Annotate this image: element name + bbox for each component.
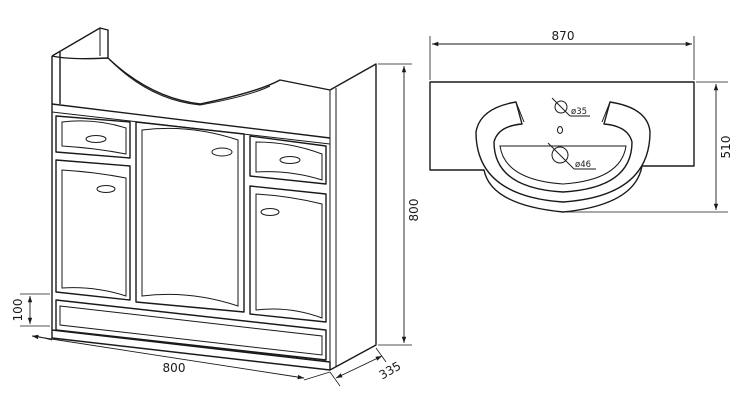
left-door-panel bbox=[61, 169, 127, 297]
right-door-handle bbox=[260, 208, 280, 216]
vanity-cabinet bbox=[51, 27, 377, 371]
right-drawer bbox=[249, 135, 327, 185]
basin-width-label: 870 bbox=[552, 29, 575, 43]
basin-top-view: ø35 ø46 bbox=[429, 81, 695, 213]
basin-dimensions: 870 510 bbox=[429, 29, 733, 213]
plinth bbox=[55, 299, 327, 361]
right-door bbox=[249, 185, 327, 323]
drain-hole-leader bbox=[547, 142, 575, 170]
basin-bowl-inner bbox=[499, 145, 627, 185]
right-door-panel bbox=[255, 193, 323, 319]
overflow-hole bbox=[557, 126, 563, 134]
width-label: 800 bbox=[163, 361, 186, 375]
drain-hole bbox=[551, 146, 569, 164]
left-drawer-panel bbox=[61, 120, 127, 155]
cabinet-dimensions: 800 100 800 335 bbox=[11, 63, 421, 387]
left-drawer bbox=[55, 115, 131, 159]
plinth-inner bbox=[59, 305, 323, 356]
width-dim-line bbox=[31, 334, 305, 380]
height-label: 800 bbox=[407, 199, 421, 222]
center-door bbox=[135, 121, 245, 313]
drain-hole-label: ø46 bbox=[575, 160, 591, 170]
center-door-handle bbox=[211, 147, 233, 157]
depth-label: 335 bbox=[377, 359, 404, 383]
tap-hole bbox=[554, 100, 568, 114]
center-door-panel bbox=[141, 127, 239, 307]
depth-ext-left bbox=[329, 371, 341, 387]
tap-hole-leader bbox=[551, 97, 571, 117]
right-drawer-handle bbox=[279, 156, 301, 164]
basin-bowl-rim bbox=[475, 101, 651, 203]
width-ext-right bbox=[303, 371, 331, 381]
cabinet-top-curve bbox=[51, 55, 377, 371]
basin-rim-notches bbox=[515, 101, 611, 123]
plinth-label: 100 bbox=[11, 299, 25, 322]
tap-hole-label: ø35 bbox=[571, 107, 587, 117]
basin-depth-label: 510 bbox=[719, 136, 733, 159]
left-door-handle bbox=[96, 185, 116, 193]
cabinet-back-left bbox=[51, 27, 109, 58]
left-door bbox=[55, 159, 131, 301]
depth-ext-right bbox=[375, 347, 387, 363]
basin-outline bbox=[429, 81, 695, 213]
top-rail bbox=[51, 103, 331, 139]
left-drawer-handle bbox=[85, 135, 107, 143]
front-frame bbox=[51, 104, 331, 371]
depth-dim-line bbox=[335, 355, 383, 379]
basin-cutout-inner bbox=[109, 59, 271, 106]
right-drawer-panel bbox=[255, 141, 323, 181]
